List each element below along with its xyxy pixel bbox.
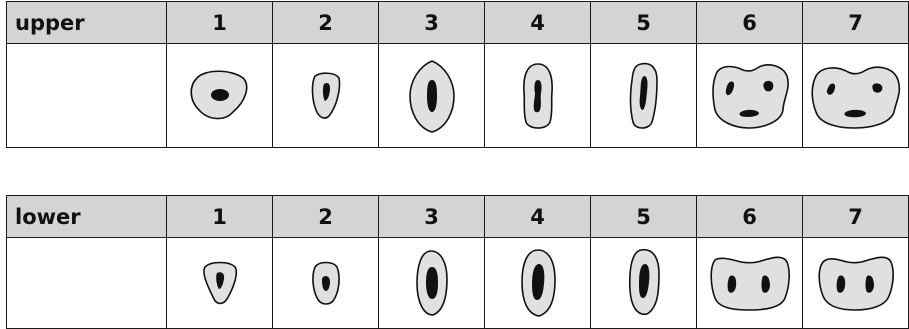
lower-tooth-number-2: 2 (273, 196, 379, 238)
lower-tooth-number-5: 5 (591, 196, 697, 238)
canine-upper-icon (402, 56, 462, 136)
incisor-central-upper-icon (185, 66, 255, 126)
lower-tooth-number-4: 4 (485, 196, 591, 238)
lower-tooth-number-3: 3 (379, 196, 485, 238)
upper-tooth-number-4: 4 (485, 2, 591, 44)
lower-tooth-number-6: 6 (697, 196, 803, 238)
lower-shapes-row (7, 238, 909, 329)
upper-tooth-number-5: 5 (591, 2, 697, 44)
molar-second-lower-icon (811, 248, 901, 318)
upper-tooth-number-2: 2 (273, 2, 379, 44)
incisor-lateral-lower-icon (303, 255, 349, 311)
premolar-second-upper-icon (619, 56, 669, 136)
upper-tooth-number-7: 7 (803, 2, 909, 44)
lower-teeth-table: lower 1 2 3 4 5 6 7 (6, 195, 909, 329)
molar-second-upper-icon (806, 58, 906, 133)
lower-tooth-number-1: 1 (167, 196, 273, 238)
upper-tooth-number-6: 6 (697, 2, 803, 44)
incisor-central-lower-icon (197, 255, 243, 311)
upper-empty-cell (7, 44, 167, 148)
upper-tooth-number-3: 3 (379, 2, 485, 44)
upper-shapes-row (7, 44, 909, 148)
upper-row-label: upper (7, 2, 167, 44)
lower-row-label: lower (7, 196, 167, 238)
premolar-second-lower-icon (619, 244, 669, 322)
upper-tooth-number-1: 1 (167, 2, 273, 44)
incisor-lateral-upper-icon (301, 66, 351, 126)
lower-tooth-number-7: 7 (803, 196, 909, 238)
molar-first-lower-icon (705, 248, 795, 318)
upper-header-row: upper 1 2 3 4 5 6 7 (7, 2, 909, 44)
lower-header-row: lower 1 2 3 4 5 6 7 (7, 196, 909, 238)
premolar-first-upper-icon (513, 56, 563, 136)
lower-empty-cell (7, 238, 167, 329)
molar-first-upper-icon (705, 58, 795, 133)
canine-lower-icon (407, 245, 457, 321)
premolar-first-lower-icon (513, 244, 563, 322)
upper-teeth-table: upper 1 2 3 4 5 6 7 (6, 1, 909, 148)
